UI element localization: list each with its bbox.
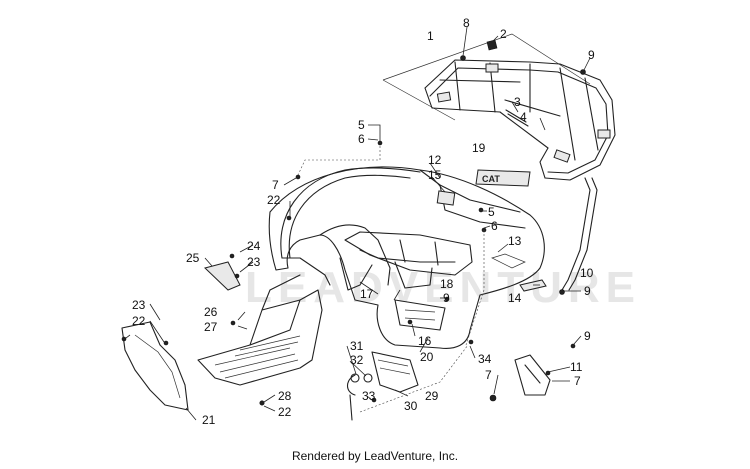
callout-labels: 1 2 3 4 5 5 6 6 7 7 7 8 9 9 9 9 10 11 12… (132, 16, 595, 427)
callout-29: 29 (425, 389, 439, 403)
callout-23-upper: 23 (247, 255, 261, 269)
emblem-text: CAT (482, 174, 500, 184)
callout-21: 21 (202, 413, 216, 427)
callout-24: 24 (247, 239, 261, 253)
callout-5-lower: 5 (488, 205, 495, 219)
callout-7-right: 7 (574, 374, 581, 388)
callout-32: 32 (350, 353, 364, 367)
callout-7-bottom: 7 (485, 368, 492, 382)
callout-9-bracket: 9 (584, 329, 591, 343)
floorboard (197, 274, 323, 386)
callout-14: 14 (508, 291, 522, 305)
callout-33: 33 (362, 389, 376, 403)
support-bar (561, 177, 598, 291)
callout-7-left: 7 (272, 178, 279, 192)
callout-9-top: 9 (588, 48, 595, 62)
callout-30: 30 (404, 399, 418, 413)
left-fender-flare (280, 167, 421, 286)
callout-28: 28 (278, 389, 292, 403)
step-plate (204, 261, 241, 291)
callout-31: 31 (350, 339, 364, 353)
footer-credit: Rendered by LeadVenture, Inc. (291, 449, 459, 463)
callout-2: 2 (500, 27, 507, 41)
emblem-decal: CAT (475, 169, 531, 187)
callout-22-floor: 22 (278, 405, 292, 419)
callout-11: 11 (570, 360, 583, 374)
splash-guard (121, 321, 189, 411)
callout-12: 12 (428, 153, 442, 167)
callout-22-fender: 22 (267, 193, 281, 207)
callout-27: 27 (204, 320, 218, 334)
callout-18: 18 (440, 277, 454, 291)
fasteners (121, 55, 586, 406)
bracket (514, 354, 551, 396)
callout-10: 10 (580, 266, 594, 280)
callout-19: 19 (472, 141, 486, 155)
callout-23-lower: 23 (132, 298, 146, 312)
callout-22-guard: 22 (132, 314, 146, 328)
callout-1: 1 (427, 29, 434, 43)
callout-20: 20 (420, 350, 434, 364)
leader-lines (125, 26, 591, 421)
callout-4: 4 (520, 110, 527, 124)
callout-8: 8 (463, 16, 470, 30)
rear-fender (268, 166, 547, 349)
callout-6-lower: 6 (491, 219, 498, 233)
callout-17: 17 (360, 287, 374, 301)
callout-25: 25 (186, 251, 200, 265)
callout-34: 34 (478, 352, 492, 366)
callout-3: 3 (514, 95, 521, 109)
tail-lamp (346, 351, 419, 421)
callout-16: 16 (418, 334, 432, 348)
callout-9-fender: 9 (443, 291, 450, 305)
callout-13: 13 (508, 234, 522, 248)
callout-6-upper: 6 (358, 132, 365, 146)
callout-5-upper: 5 (358, 118, 365, 132)
callout-15: 15 (428, 168, 442, 182)
callout-26: 26 (204, 305, 218, 319)
callout-9-bar: 9 (584, 284, 591, 298)
rear-rack (382, 33, 616, 181)
